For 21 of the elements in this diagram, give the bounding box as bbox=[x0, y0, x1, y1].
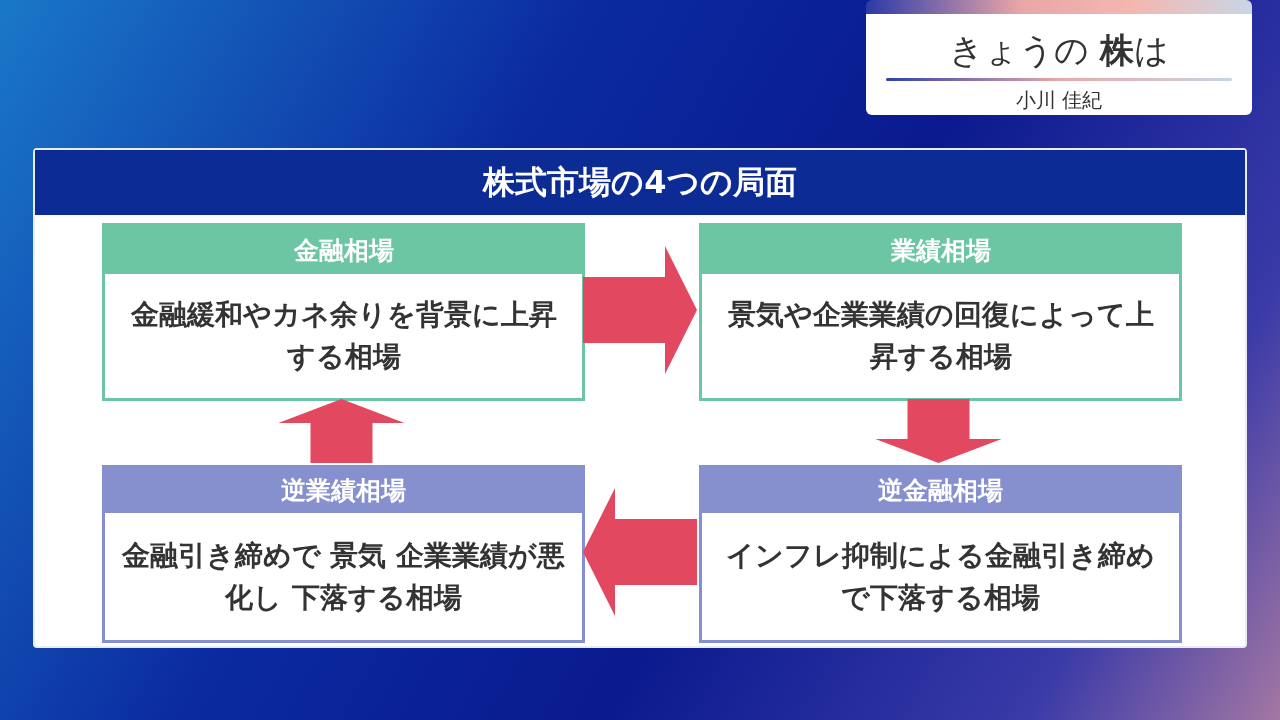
block-arrow bbox=[583, 488, 697, 616]
phase-box bbox=[102, 223, 585, 401]
phase-box bbox=[102, 465, 585, 643]
block-arrow bbox=[278, 399, 405, 463]
phase-heading: 逆金融相場 bbox=[702, 468, 1179, 513]
phase-description: 景気や企業業績の回復によって上昇する相場 bbox=[726, 297, 1155, 375]
phase-description: インフレ抑制による金融引き締めで下落する相場 bbox=[725, 537, 1156, 616]
phase-box bbox=[699, 223, 1182, 401]
segment-title: きょうの 株は bbox=[948, 29, 1170, 72]
panel-title: 株式市場の4つの局面 bbox=[35, 150, 1245, 215]
phase-description: 金融引き締めで 景気 企業業績が悪化し 下落する相場 bbox=[120, 537, 567, 616]
segment-card bbox=[866, 0, 1252, 115]
phase-box bbox=[699, 465, 1182, 643]
block-arrow bbox=[875, 399, 1002, 463]
phase-heading: 逆業績相場 bbox=[105, 468, 582, 513]
phase-description: 金融緩和やカネ余りを背景に上昇する相場 bbox=[129, 297, 558, 375]
diagram-panel bbox=[33, 148, 1247, 648]
phase-heading: 金融相場 bbox=[105, 226, 582, 274]
block-arrow bbox=[583, 246, 697, 374]
presenter-name: 小川 佳紀 bbox=[1014, 87, 1104, 114]
phase-heading: 業績相場 bbox=[702, 226, 1179, 274]
